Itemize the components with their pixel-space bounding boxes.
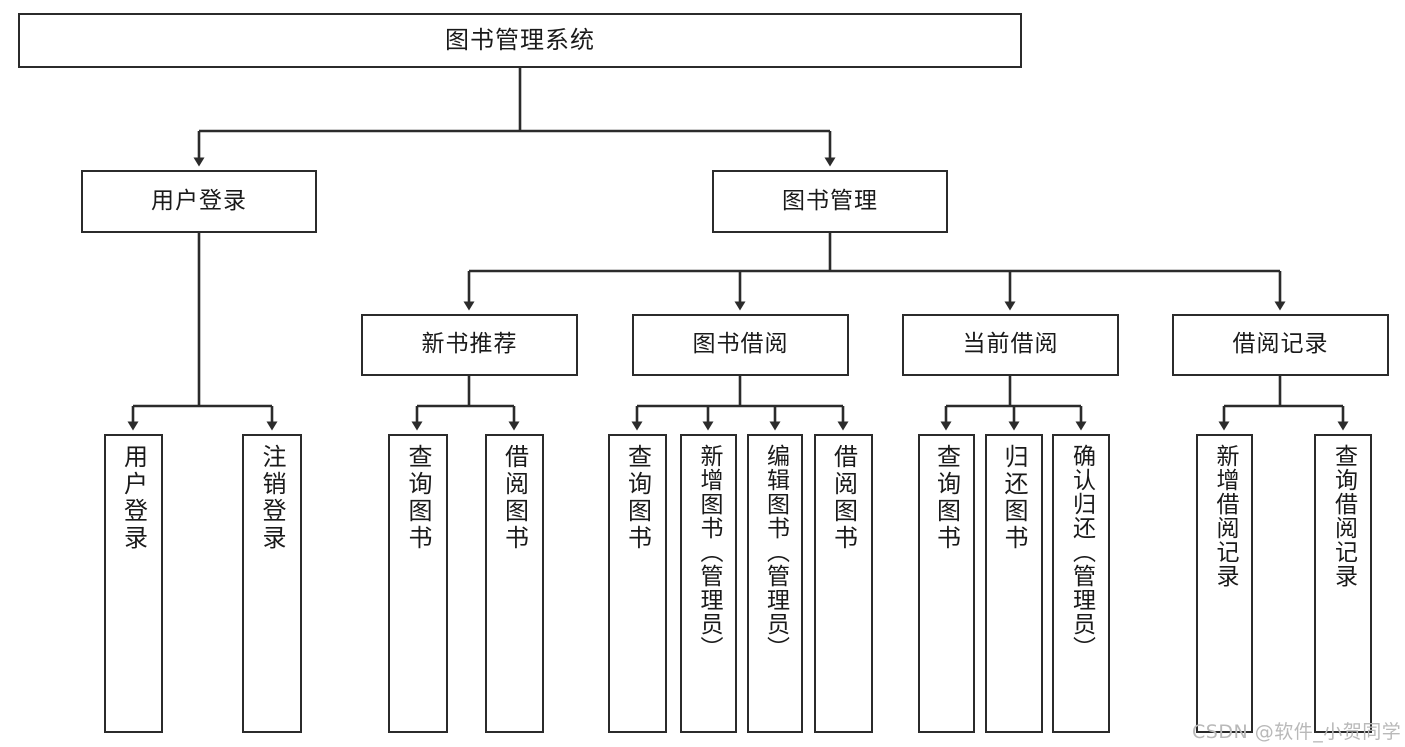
leaf-borrow-query-book[interactable]: 查询图书 [608,434,667,733]
leaf-borrow-edit-book-label: 编辑图书（管理员） [762,444,789,660]
leaf-borrow-query-book-label: 查询图书 [623,444,652,552]
node-user-login[interactable]: 用户登录 [81,170,317,233]
leaf-user-login-label: 用户登录 [119,444,148,552]
leaf-borrow-add-book-label: 新增图书（管理员） [696,444,722,660]
leaf-record-add[interactable]: 新增借阅记录 [1196,434,1253,733]
node-current-borrow[interactable]: 当前借阅 [902,314,1119,376]
node-root-label: 图书管理系统 [445,26,595,55]
leaf-borrow-borrow-book[interactable]: 借阅图书 [814,434,873,733]
leaf-current-return-book[interactable]: 归还图书 [985,434,1043,733]
node-current-borrow-label: 当前借阅 [962,331,1059,358]
node-book-management[interactable]: 图书管理 [712,170,948,233]
node-user-login-label: 用户登录 [151,187,247,214]
node-new-book-recommend-label: 新书推荐 [421,331,518,358]
leaf-record-add-label: 新增借阅记录 [1212,444,1238,588]
leaf-borrow-add-book[interactable]: 新增图书（管理员） [680,434,737,733]
leaf-user-logout-label: 注销登录 [258,444,286,552]
node-new-book-recommend[interactable]: 新书推荐 [361,314,578,376]
leaf-borrow-borrow-book-label: 借阅图书 [829,444,858,552]
node-borrow-record-label: 借阅记录 [1232,331,1329,358]
leaf-current-return-book-label: 归还图书 [1000,444,1028,552]
leaf-new-book-borrow-label: 借阅图书 [500,444,529,552]
leaf-user-logout[interactable]: 注销登录 [242,434,302,733]
node-book-borrow-label: 图书借阅 [692,331,789,358]
leaf-current-confirm-return-label: 确认归还（管理员） [1068,444,1095,660]
node-root[interactable]: 图书管理系统 [18,13,1022,68]
leaf-current-query-book-label: 查询图书 [932,444,961,552]
leaf-new-book-query-label: 查询图书 [404,444,432,552]
leaf-user-login[interactable]: 用户登录 [104,434,163,733]
leaf-new-book-borrow[interactable]: 借阅图书 [485,434,544,733]
csdn-watermark: CSDN @软件_小贺同学 [1192,721,1402,743]
leaf-borrow-edit-book[interactable]: 编辑图书（管理员） [747,434,803,733]
leaf-record-query-label: 查询借阅记录 [1330,444,1357,588]
node-borrow-record[interactable]: 借阅记录 [1172,314,1389,376]
leaf-current-query-book[interactable]: 查询图书 [918,434,975,733]
leaf-new-book-query[interactable]: 查询图书 [388,434,448,733]
node-book-borrow[interactable]: 图书借阅 [632,314,849,376]
node-book-management-label: 图书管理 [782,187,878,214]
leaf-current-confirm-return[interactable]: 确认归还（管理员） [1052,434,1110,733]
leaf-record-query[interactable]: 查询借阅记录 [1314,434,1372,733]
